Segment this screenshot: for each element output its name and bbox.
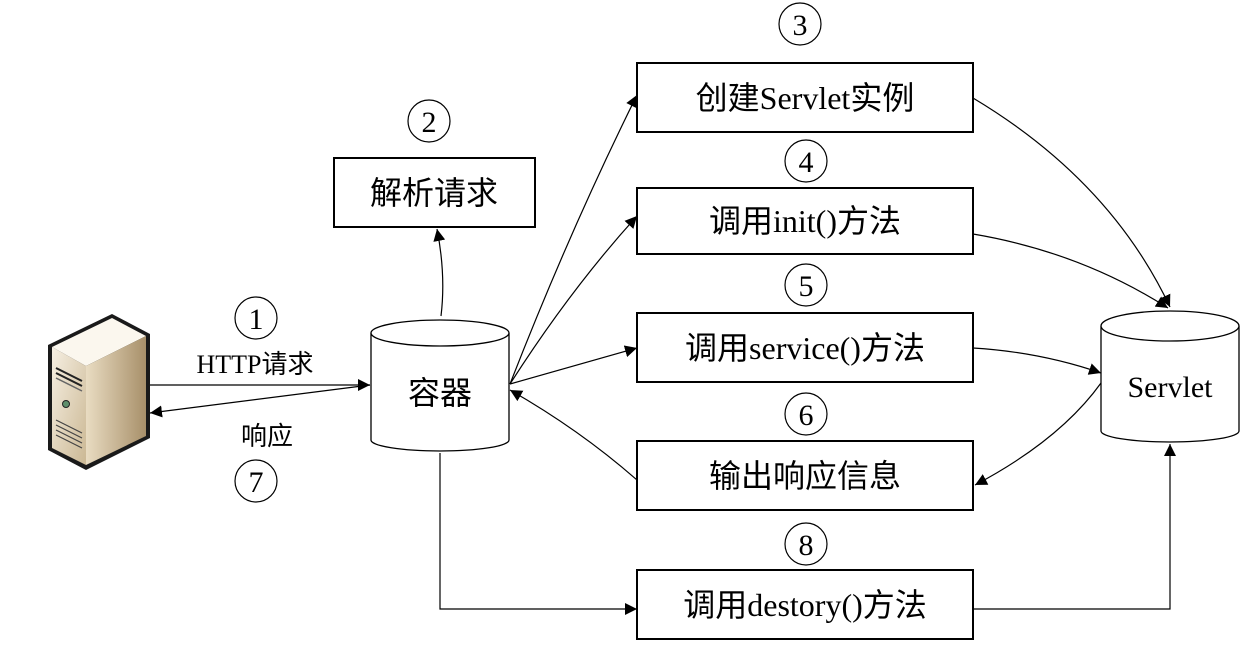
output-response-box[interactable]: 输出响应信息 (636, 440, 974, 511)
container-label: 容器 (408, 375, 472, 411)
service-method-label: 调用service()方法 (685, 330, 925, 366)
step-badge-2: 2 (407, 99, 451, 143)
destroy-method-label: 调用destory()方法 (683, 587, 927, 623)
create-instance-label: 创建Servlet实例 (696, 80, 915, 116)
edge-container-to-create (509, 94, 638, 385)
container-node[interactable]: 容器 (370, 319, 510, 452)
service-method-box[interactable]: 调用service()方法 (636, 312, 974, 383)
step-badge-3: 3 (778, 2, 822, 46)
server-computer-icon (48, 314, 150, 470)
step-badge-7: 7 (234, 459, 278, 503)
parse-request-box[interactable]: 解析请求 (333, 157, 536, 228)
edge-container-to-destroy (439, 453, 637, 615)
create-instance-box[interactable]: 创建Servlet实例 (636, 62, 974, 133)
edge-service-to-servlet (972, 347, 1102, 375)
step-badge-4: 4 (784, 139, 828, 183)
destroy-method-box[interactable]: 调用destory()方法 (636, 569, 974, 640)
edge-destroy-to-servlet (973, 444, 1176, 610)
edge-container-to-parse (433, 228, 446, 317)
edge-response (149, 384, 371, 418)
response-label: 响应 (241, 422, 293, 451)
svg-text:8: 8 (799, 529, 814, 562)
edge-container-to-service (509, 345, 638, 385)
svg-text:7: 7 (249, 466, 264, 499)
output-response-label: 输出响应信息 (709, 458, 901, 494)
parse-request-label: 解析请求 (370, 175, 498, 211)
edge-container-to-init (509, 215, 638, 385)
edge-create-to-servlet (972, 97, 1171, 308)
edge-init-to-servlet (972, 233, 1169, 309)
svg-text:2: 2 (422, 106, 437, 139)
http-request-label: HTTP请求 (196, 350, 313, 379)
svg-text:5: 5 (799, 270, 814, 303)
step-badge-8: 8 (784, 522, 828, 566)
step-badge-6: 6 (784, 392, 828, 436)
init-method-label: 调用init()方法 (709, 203, 901, 239)
svg-text:4: 4 (799, 146, 814, 179)
edge-output-to-container (509, 389, 638, 481)
step-badge-5: 5 (784, 263, 828, 307)
init-method-box[interactable]: 调用init()方法 (636, 187, 974, 255)
servlet-label: Servlet (1128, 371, 1214, 404)
servlet-node[interactable]: Servlet (1100, 310, 1240, 443)
edge-servlet-to-output (974, 382, 1102, 486)
svg-text:1: 1 (249, 303, 264, 336)
step-badge-1: 1 (234, 296, 278, 340)
svg-text:3: 3 (793, 9, 808, 42)
svg-text:6: 6 (799, 399, 814, 432)
